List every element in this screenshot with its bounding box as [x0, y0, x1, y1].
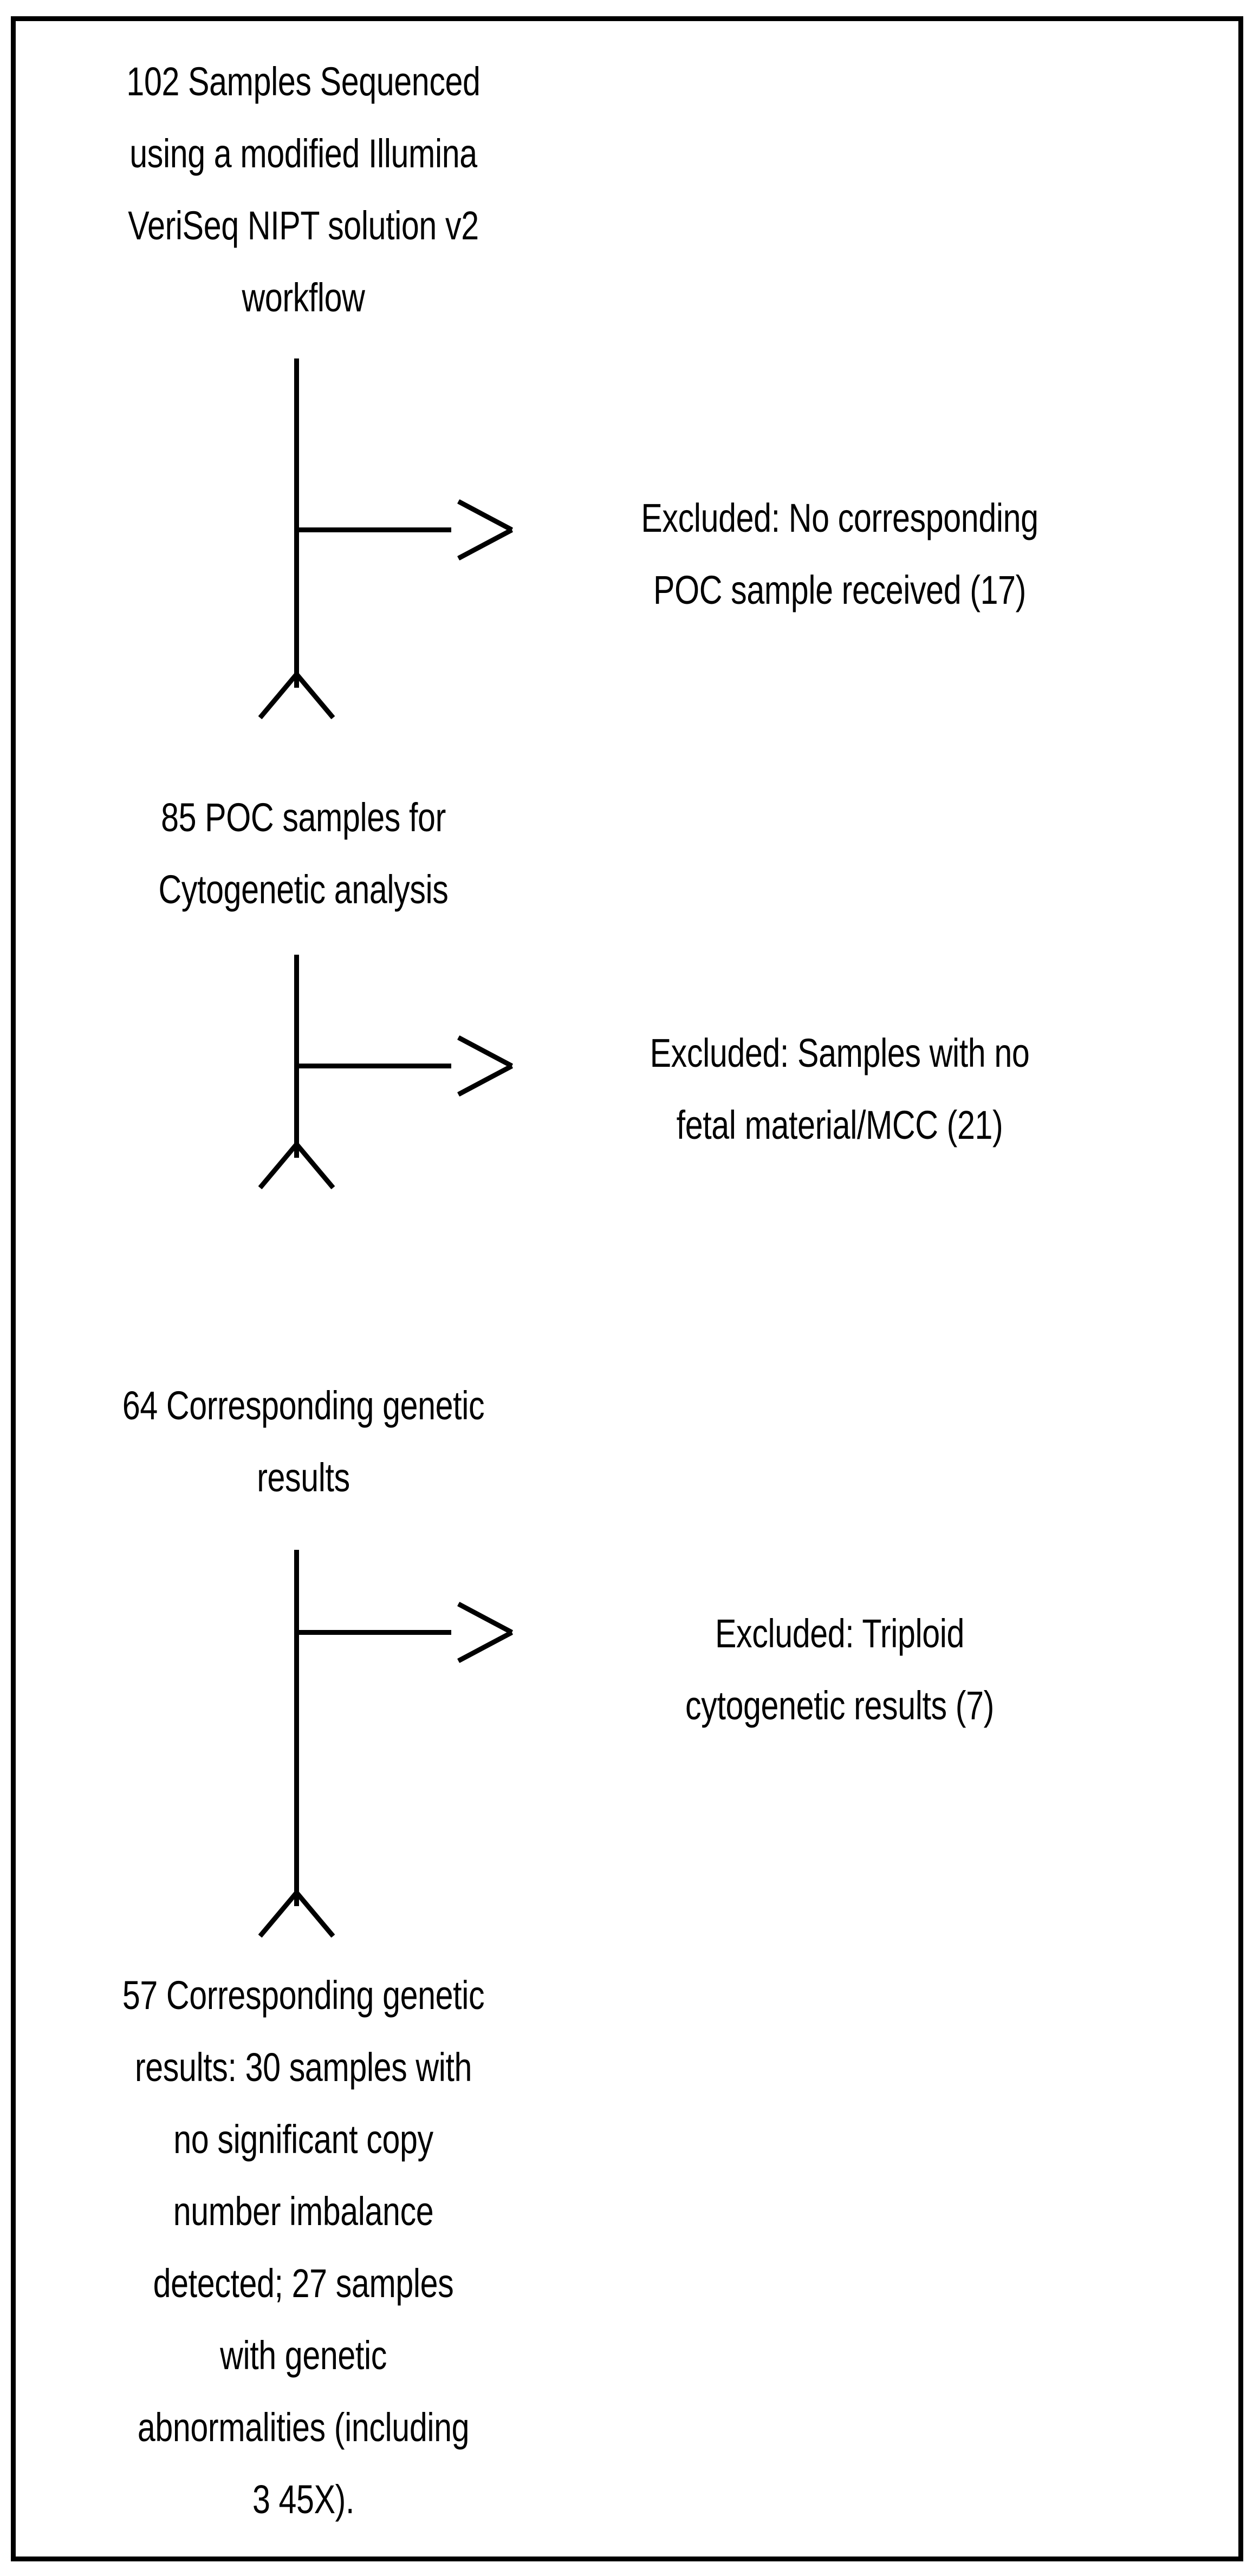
connector-3-horizontal-line	[294, 1630, 451, 1635]
exclusion-triploid: Excluded: Triploid cytogenetic results (…	[685, 1611, 994, 1728]
exclusion-no-fetal-material: Excluded: Samples with no fetal material…	[650, 1031, 1030, 1147]
node-corresponding-genetic-results-57: 57 Corresponding genetic results: 30 sam…	[122, 1973, 485, 2522]
node-poc-samples: 85 POC samples for Cytogenetic analysis	[158, 795, 449, 912]
connector-3-vertical-line	[294, 1550, 299, 1906]
connector-1-vertical-line	[294, 358, 299, 688]
node-samples-sequenced: 102 Samples Sequenced using a modified I…	[126, 59, 481, 320]
exclusion-no-poc-sample: Excluded: No corresponding POC sample re…	[641, 495, 1038, 612]
connector-2-vertical-line	[294, 955, 299, 1158]
connector-2-horizontal-line	[294, 1064, 451, 1068]
diagram-border	[11, 16, 1243, 2561]
connector-1-horizontal-line	[294, 527, 451, 532]
node-corresponding-genetic-results-64: 64 Corresponding genetic results	[122, 1383, 485, 1500]
